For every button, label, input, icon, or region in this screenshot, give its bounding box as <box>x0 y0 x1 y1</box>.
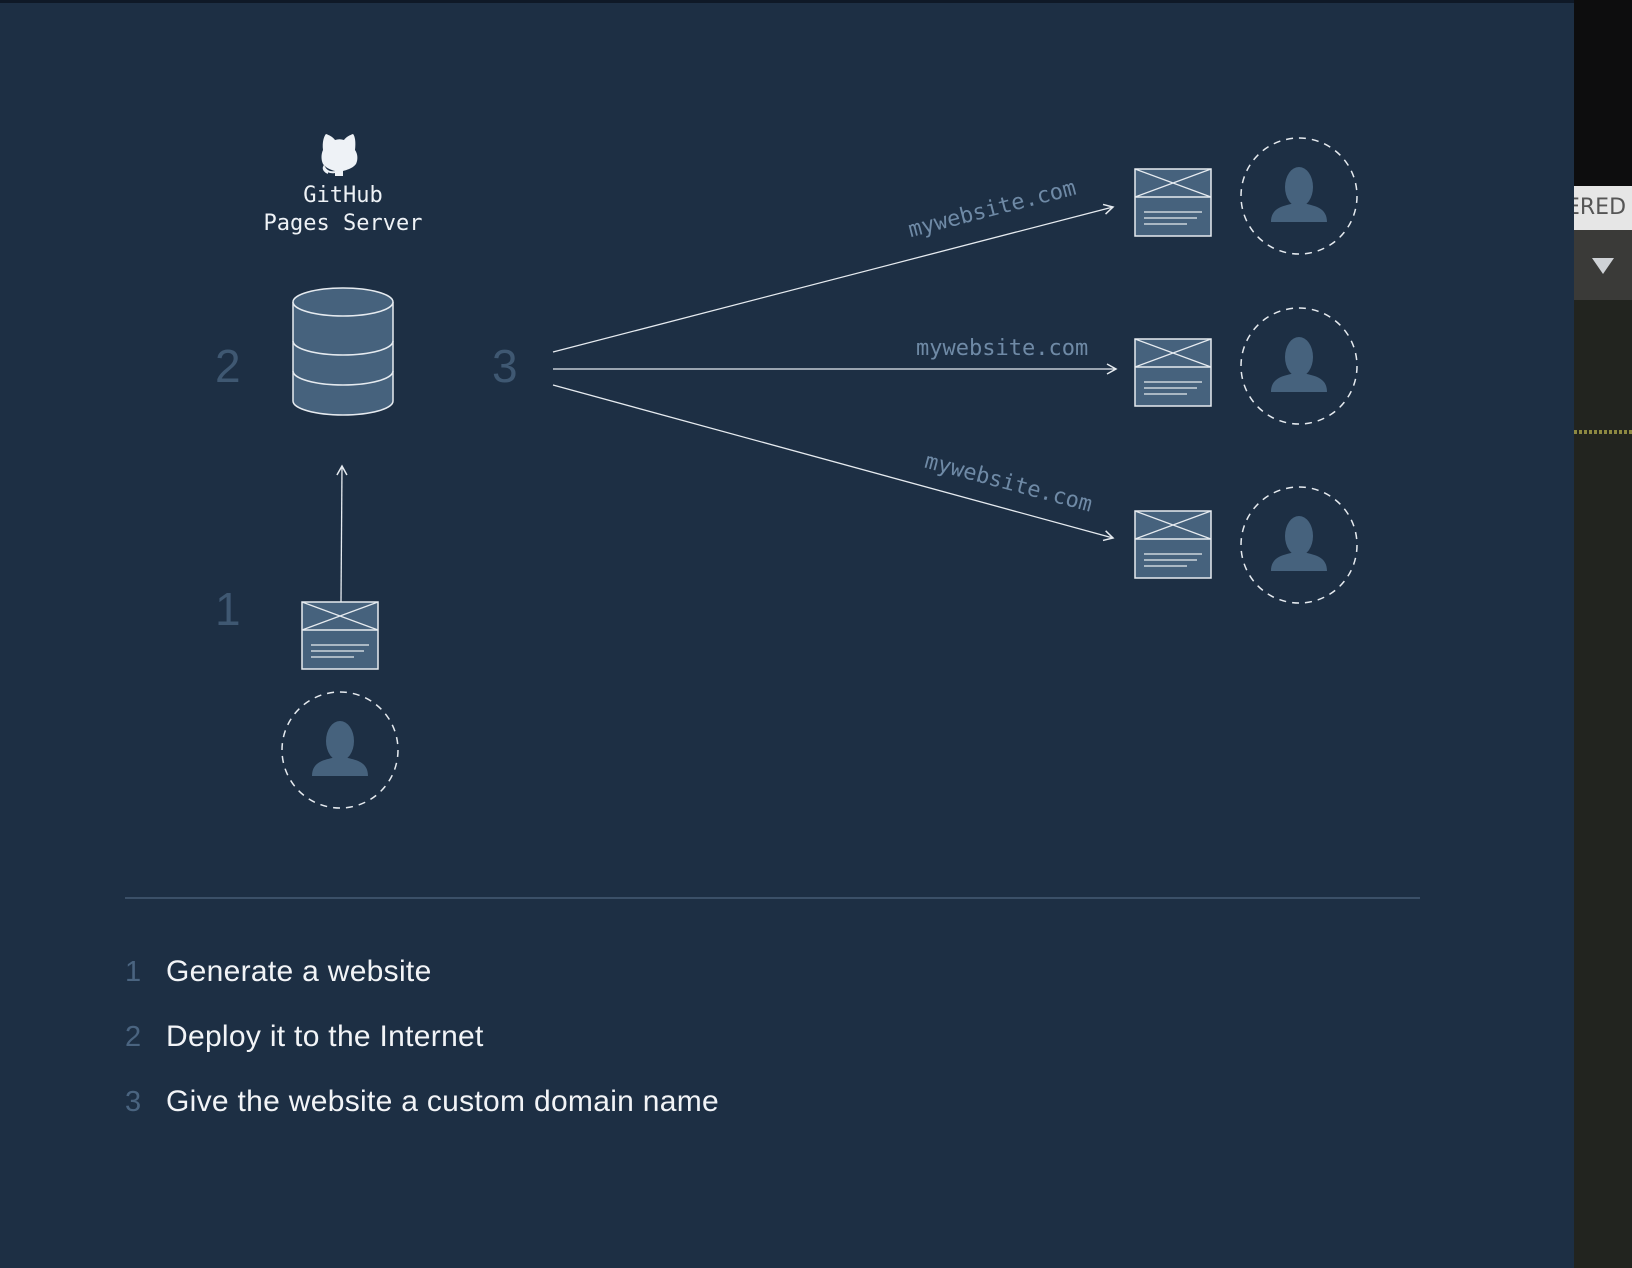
local-webpage-icon <box>301 601 379 670</box>
database-icon <box>292 287 394 416</box>
octocat-icon <box>321 134 358 176</box>
step-text: Deploy it to the Internet <box>166 1020 484 1053</box>
top-border <box>0 0 1632 3</box>
step-number: 3 <box>125 1086 142 1118</box>
side-panel-dropdown-button[interactable] <box>1574 230 1632 300</box>
triangle-down-icon <box>1592 258 1614 274</box>
step-item: 2 Deploy it to the Internet <box>125 1020 719 1085</box>
visitor-webpage-icon <box>1134 338 1212 407</box>
publishing-diagram <box>281 134 1358 809</box>
visitor-user-icon <box>1240 486 1358 604</box>
diagram-step-number-1: 1 <box>215 583 241 635</box>
side-panel-tab[interactable]: ERED <box>1574 186 1632 230</box>
server-label: GitHub Pages Server <box>248 182 438 238</box>
server-label-line1: GitHub <box>303 183 383 208</box>
domain-label-middle: mywebsite.com <box>916 336 1089 361</box>
step-text: Give the website a custom domain name <box>166 1085 720 1118</box>
server-label-line2: Pages Server <box>263 211 423 236</box>
visitor-webpage-icon <box>1134 510 1212 579</box>
step-item: 3 Give the website a custom domain name <box>125 1085 719 1150</box>
diagram-step-number-3: 3 <box>492 340 518 392</box>
side-panel-log-line <box>1574 430 1632 434</box>
step-item: 1 Generate a website <box>125 955 719 1020</box>
step-number: 1 <box>125 956 142 988</box>
steps-list: 1 Generate a website 2 Deploy it to the … <box>125 955 719 1150</box>
upload-arrow <box>336 464 348 603</box>
side-panel-header <box>1574 0 1632 186</box>
visitor-webpage-icon <box>1134 168 1212 237</box>
side-panel: ERED <box>1574 0 1632 1268</box>
distribution-arrow-bottom <box>552 384 1115 542</box>
author-user-icon <box>281 691 399 809</box>
distribution-arrow-top <box>552 203 1115 353</box>
diagram-step-number-2: 2 <box>215 340 241 392</box>
divider <box>125 897 1420 899</box>
step-number: 2 <box>125 1021 142 1053</box>
visitor-user-icon <box>1240 137 1358 255</box>
visitor-user-icon <box>1240 307 1358 425</box>
step-text: Generate a website <box>166 955 432 988</box>
